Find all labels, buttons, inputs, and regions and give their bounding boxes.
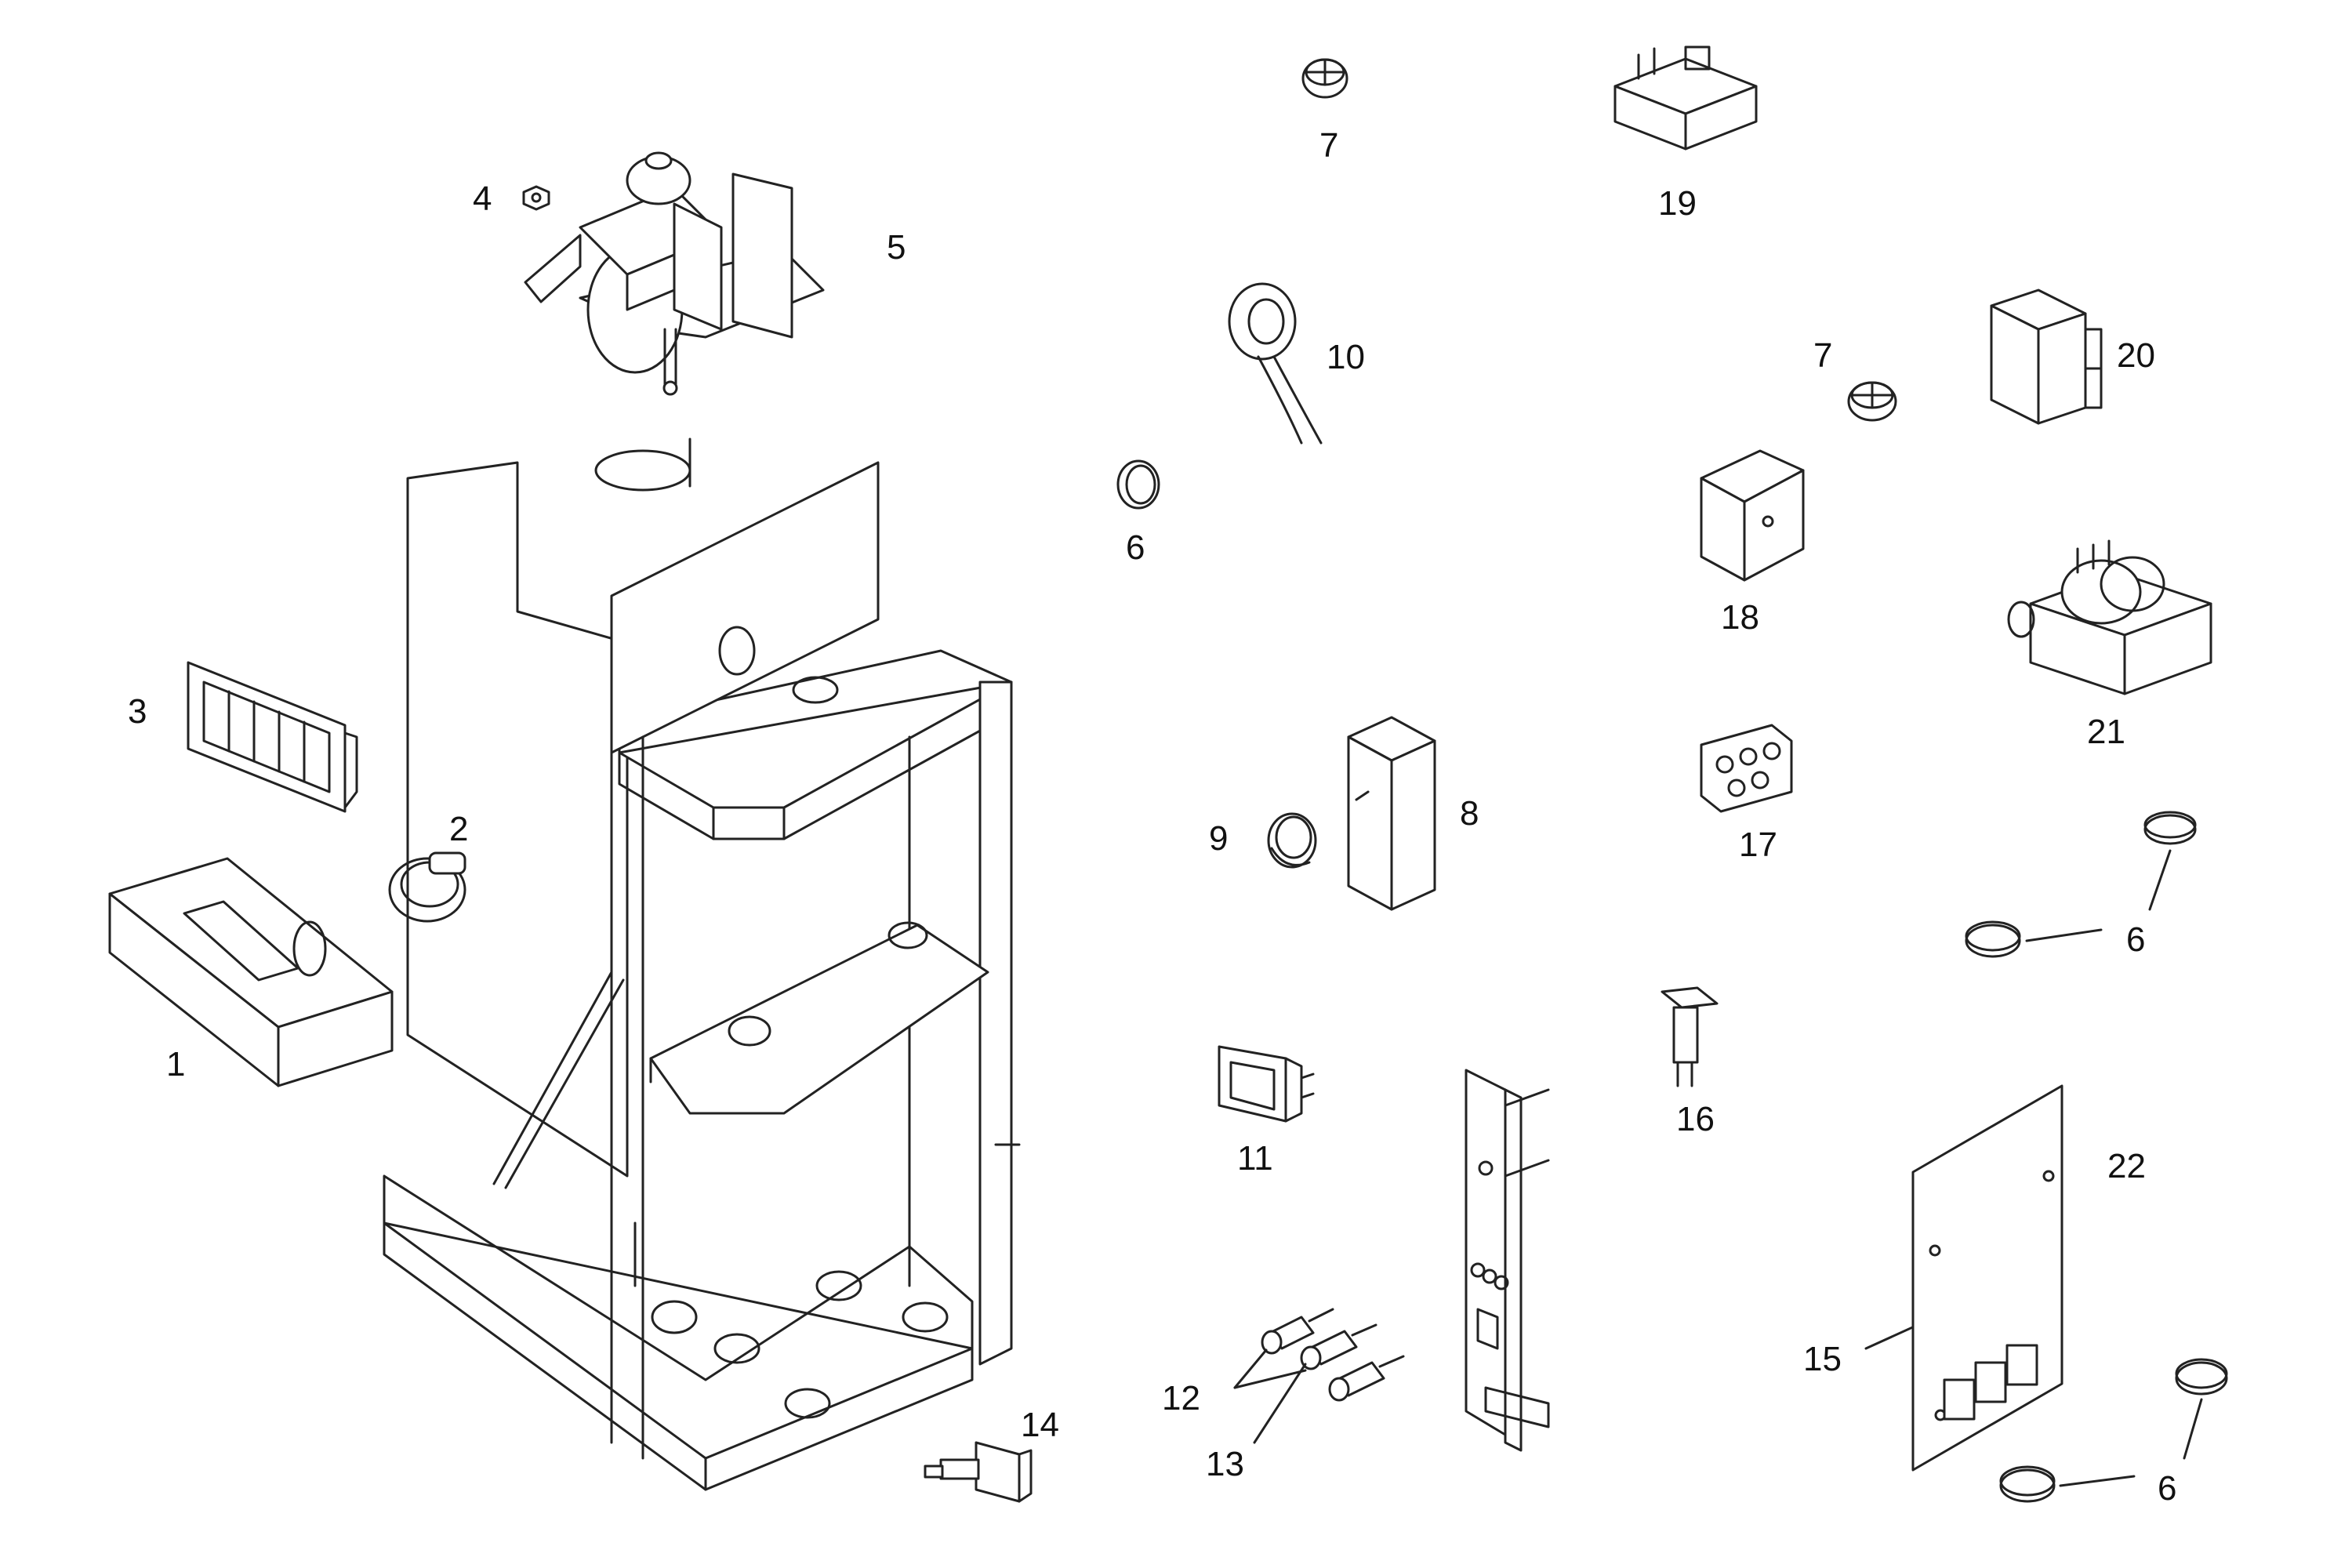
part-16-fuse-holder xyxy=(1661,986,1719,1087)
callout-20: 20 xyxy=(2117,336,2155,375)
callout-21: 21 xyxy=(2087,713,2125,751)
leader-6-d xyxy=(2183,1398,2203,1460)
callout-6b: 6 xyxy=(2126,920,2145,959)
part-12-lamp-a xyxy=(1261,1308,1334,1355)
leader-12-a xyxy=(1233,1348,1268,1389)
callout-labels: 1 2 3 4 5 6 6 6 7 7 8 9 10 11 12 13 14 1… xyxy=(128,126,2176,1508)
callout-10: 10 xyxy=(1327,338,1365,376)
part-6-ring-d xyxy=(2175,1358,2228,1396)
leader-12-b xyxy=(1233,1369,1307,1389)
part-1-housing xyxy=(108,857,394,1087)
part-13-lamp xyxy=(1328,1355,1405,1402)
part-7-knob-a xyxy=(1301,58,1348,99)
callout-2: 2 xyxy=(449,810,468,848)
frame-chassis xyxy=(383,437,1021,1491)
part-17-terminal-block xyxy=(1700,724,1793,813)
callout-9: 9 xyxy=(1209,819,1228,858)
part-6-ring-e xyxy=(1999,1465,2056,1503)
callout-5: 5 xyxy=(887,228,906,267)
part-8-block xyxy=(1347,716,1436,911)
callout-3: 3 xyxy=(128,692,147,731)
callout-7a: 7 xyxy=(1319,126,1338,165)
part-2-hose-clamp xyxy=(388,851,466,923)
callout-19: 19 xyxy=(1658,184,1697,223)
callout-14: 14 xyxy=(1021,1406,1059,1444)
part-4-nut xyxy=(522,185,550,211)
leader-6-c xyxy=(2025,928,2103,942)
leader-6-e xyxy=(2059,1475,2136,1487)
part-7-knob-b xyxy=(1847,381,1897,422)
part-18-relay xyxy=(1700,449,1805,582)
callout-6c: 6 xyxy=(2158,1469,2176,1508)
callout-17: 17 xyxy=(1739,826,1777,864)
callout-11: 11 xyxy=(1237,1139,1273,1178)
callout-1: 1 xyxy=(166,1045,185,1083)
part-3-vent-grille xyxy=(187,661,358,813)
callout-18: 18 xyxy=(1721,598,1759,637)
part-21-transformer xyxy=(2007,539,2212,695)
callout-7b: 7 xyxy=(1813,336,1832,375)
part-14-push-switch xyxy=(924,1441,1033,1503)
part-5-fan-motor xyxy=(524,151,825,396)
part-20-contactor xyxy=(1990,289,2103,425)
callout-16: 16 xyxy=(1676,1100,1715,1138)
leader-13 xyxy=(1253,1363,1307,1444)
part-9-bushing xyxy=(1267,812,1317,869)
callout-22: 22 xyxy=(2107,1147,2146,1185)
mounting-bracket xyxy=(1465,1069,1550,1452)
callout-13: 13 xyxy=(1206,1445,1244,1483)
callout-15: 15 xyxy=(1803,1340,1842,1378)
part-6-ring-a xyxy=(1116,459,1160,510)
callout-4: 4 xyxy=(473,180,492,218)
callout-6a: 6 xyxy=(1126,528,1145,567)
part-6-ring-b xyxy=(2143,811,2197,845)
part-22-circuit-board xyxy=(1911,1084,2063,1472)
part-12-lamp-b xyxy=(1300,1323,1377,1370)
part-11-rocker-switch xyxy=(1218,1045,1315,1123)
leader-6-b xyxy=(2148,849,2172,911)
part-6-ring-c xyxy=(1965,920,2021,958)
part-10-toroid-coil xyxy=(1228,282,1323,445)
part-19-relay xyxy=(1613,45,1758,151)
callout-8: 8 xyxy=(1460,794,1479,833)
callout-12: 12 xyxy=(1162,1379,1200,1417)
